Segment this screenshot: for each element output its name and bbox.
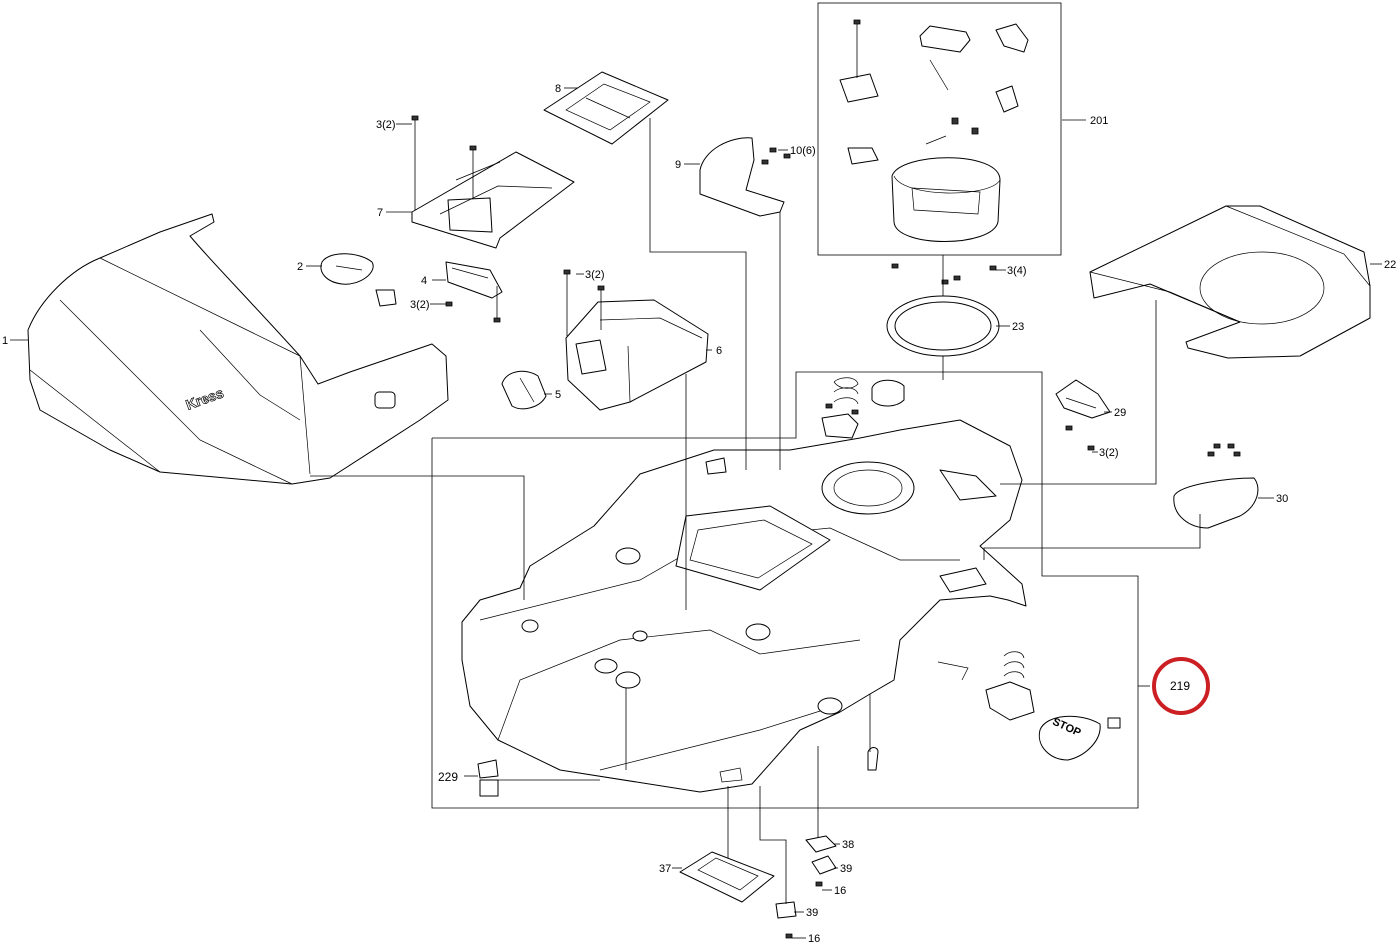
- label-3a: 3(2): [376, 119, 396, 131]
- label-3d: 3(4): [1007, 265, 1027, 277]
- label-219: 219: [1170, 679, 1190, 693]
- part-labels: 1 2 3(2) 3(2) 3(2) 3(4) 3(2) 4 5 6 7 8 9…: [2, 83, 1396, 945]
- label-5: 5: [555, 389, 561, 401]
- label-2: 2: [297, 261, 303, 273]
- label-9: 9: [675, 159, 681, 171]
- part-229-clip: [477, 759, 499, 797]
- part-6-housing: [565, 299, 709, 411]
- part-22-tray: [1089, 205, 1371, 359]
- label-16b: 16: [808, 933, 820, 945]
- label-4: 4: [421, 275, 427, 287]
- label-39b: 39: [806, 907, 818, 919]
- label-39a: 39: [840, 863, 852, 875]
- part-38-39-fixings: [775, 835, 837, 919]
- label-7: 7: [377, 207, 383, 219]
- part-1-top-cover: Kress: [27, 213, 449, 485]
- part-30-cap: [1173, 477, 1259, 529]
- part-37-panel: [679, 851, 775, 903]
- label-3b: 3(2): [410, 299, 430, 311]
- part-5-knob: [501, 370, 547, 410]
- label-38: 38: [842, 839, 854, 851]
- label-37: 37: [659, 863, 671, 875]
- label-3e: 3(2): [1099, 447, 1119, 459]
- label-3c: 3(2): [585, 269, 605, 281]
- label-22: 22: [1384, 259, 1396, 271]
- label-229: 229: [438, 770, 458, 784]
- label-8: 8: [555, 83, 561, 95]
- part-7-housing: [411, 151, 575, 249]
- label-1: 1: [2, 335, 8, 347]
- part-219-components: STOP: [821, 377, 1121, 771]
- label-6: 6: [716, 345, 722, 357]
- part-2-knob: [320, 253, 397, 307]
- screws: [411, 19, 1241, 939]
- label-30: 30: [1276, 493, 1288, 505]
- part-219-chassis: [461, 419, 1027, 793]
- part-29-latch: [1055, 379, 1111, 419]
- part-8-plate: [543, 71, 669, 145]
- label-201: 201: [1090, 115, 1108, 127]
- label-10: 10(6): [790, 145, 816, 157]
- assembly-219-frame: [431, 371, 1139, 809]
- part-4-bracket: [445, 261, 503, 299]
- leader-lines: [10, 87, 1382, 939]
- label-23: 23: [1012, 321, 1024, 333]
- label-16a: 16: [834, 885, 846, 897]
- label-29: 29: [1114, 407, 1126, 419]
- assembly-201-frame: [817, 2, 1062, 256]
- part-23-ring: [886, 295, 1000, 357]
- part-201-subassembly: [839, 23, 1029, 242]
- highlight-circle-219: [1152, 657, 1210, 715]
